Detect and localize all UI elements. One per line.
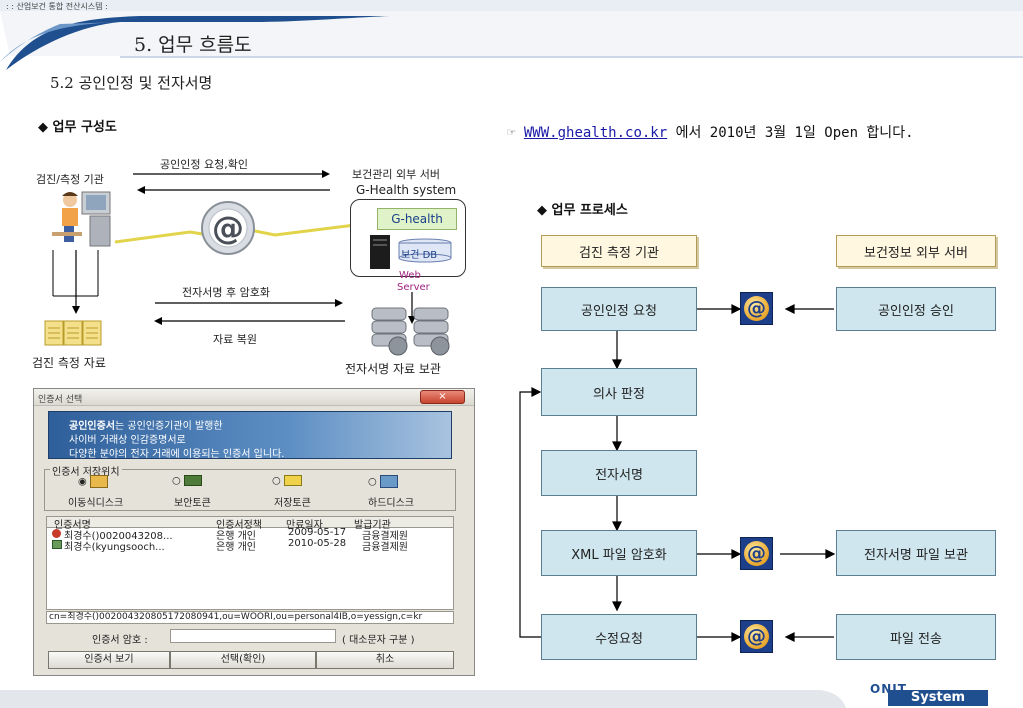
location-hard-disk[interactable]: ○ [368, 475, 408, 491]
footer-bar [0, 690, 846, 708]
location-label-2: 저장토큰 [274, 498, 311, 509]
dialog-close-button[interactable]: × [420, 390, 465, 404]
select-ok-button[interactable]: 선택(확인) [170, 651, 316, 669]
server-title: 보건관리 외부 서버 [352, 168, 440, 181]
g-health-app: G-health [377, 208, 457, 230]
cancel-button[interactable]: 취소 [316, 651, 454, 669]
storage-location-label: 인증서 저장위치 [50, 463, 122, 478]
banner-line2: 사이버 거래상 인감증명서로 [69, 435, 186, 446]
sign-label: 전자서명 후 암호화 [182, 286, 270, 299]
certificate-dialog: 인증서 선택 × 공인인증서는 공인인증기관이 발행한 사이버 거래상 인감증명… [33, 388, 475, 676]
col-name: 인증서명 [54, 520, 91, 531]
notice-text: 에서 2010년 3월 1일 Open 합니다. [667, 125, 914, 141]
logo-bottom: System [888, 690, 988, 706]
row-issuer: 금융결제원 [362, 542, 408, 553]
location-storage-token[interactable]: ○ [272, 475, 312, 491]
col-expiry: 만료일자 [286, 520, 323, 531]
request-label: 공인인정 요청,확인 [160, 158, 248, 171]
table-row[interactable]: 최경수(kyungsooch... 은행 개인 2010-05-28 금융결제원 [48, 538, 452, 553]
location-label-1: 보안토큰 [174, 498, 211, 509]
worker-computer-icon [52, 191, 111, 247]
dialog-titlebar [34, 389, 474, 406]
database-icon [398, 238, 452, 263]
at-icon: @ [740, 292, 773, 325]
row-name: 최경수()0020043208... [64, 531, 173, 542]
step-revision-request: 수정요청 [541, 614, 697, 660]
server-system: G-Health system [356, 183, 457, 197]
box-signature-storage: 전자서명 파일 보관 [836, 530, 996, 576]
pointing-hand-icon: ☞ [507, 125, 516, 141]
certificate-dn: cn=최경수()002004320805172080941,ou=WOORI,o… [46, 611, 454, 624]
row-issuer: 금융결제원 [362, 531, 408, 542]
step-cert-request: 공인인정 요청 [541, 287, 697, 331]
header-org-box: 검진 측정 기관 [541, 235, 697, 267]
storage-label: 전자서명 자료 보관 [345, 362, 441, 376]
location-removable[interactable]: ◉ [78, 475, 118, 491]
composition-diagram [52, 170, 416, 325]
db-label: 보건 DB [401, 250, 438, 261]
site-link[interactable]: WWW.ghealth.co.kr [523, 125, 668, 141]
location-label-3: 하드디스크 [368, 498, 414, 509]
internet-at-icon: @ [201, 201, 255, 255]
case-note: ( 대소문자 구분 ) [342, 635, 415, 646]
at-icon: @ [740, 537, 773, 570]
step-xml-encrypt: XML 파일 암호화 [541, 530, 697, 576]
web-server-label-1: Web [399, 270, 421, 281]
box-file-transfer: 파일 전송 [836, 614, 996, 660]
banner-line1: 는 공인인증기관이 발행한 [115, 421, 223, 432]
dialog-title: 인증서 선택 [38, 395, 83, 405]
system-label: : : 산업보건 통합 전산시스템 : [6, 2, 108, 11]
row-expiry: 2010-05-28 [288, 538, 347, 549]
header-server-box: 보건정보 외부 서버 [836, 235, 996, 267]
web-server-label-2: Server [397, 282, 430, 293]
svg-text:@: @ [212, 209, 244, 247]
row-name: 최경수(kyungsooch... [64, 542, 165, 553]
row-policy: 은행 개인 [216, 531, 256, 542]
dialog-banner: 공인인증서는 공인인증기관이 발행한 사이버 거래상 인감증명서로 다양한 분야… [48, 411, 452, 460]
at-icon: @ [740, 620, 773, 653]
list-header [47, 517, 453, 528]
col-policy: 인증서정책 [216, 520, 262, 531]
open-notice: ☞ WWW.ghealth.co.kr 에서 2010년 3월 1일 Open … [507, 122, 977, 144]
g-health-server-box: G-health 보건 DB [350, 199, 466, 277]
certificate-list[interactable] [46, 516, 454, 610]
company-logo: ONIT System [870, 682, 990, 706]
password-input[interactable] [170, 629, 336, 643]
storage-location-group [44, 469, 456, 511]
process-connectors [519, 304, 836, 642]
password-label: 인증서 암호 : [92, 635, 148, 646]
cert-icon [52, 540, 62, 549]
restore-label: 자료 복원 [213, 333, 257, 346]
server-tower-icon [370, 235, 390, 269]
banner-line3: 다양한 분야의 전자 거래에 이용되는 인증서 입니다. [69, 449, 285, 460]
section-title: 5. 업무 흐름도 [134, 34, 252, 56]
step-doctor-review: 의사 판정 [541, 368, 697, 416]
view-certificate-button[interactable]: 인증서 보기 [48, 651, 170, 669]
row-policy: 은행 개인 [216, 542, 256, 553]
data-label: 검진 측정 자료 [32, 356, 106, 370]
header-decoration [0, 0, 1023, 70]
process-heading: ◆ 업무 프로세스 [537, 203, 628, 218]
expired-cert-icon [52, 529, 61, 538]
org-label: 검진/측정 기관 [36, 173, 104, 186]
row-expiry: 2009-05-17 [288, 527, 347, 538]
documents-icon [44, 320, 102, 346]
box-cert-approval: 공인인정 승인 [836, 287, 996, 331]
storage-servers-icon [371, 307, 450, 356]
composition-heading: ◆ 업무 구성도 [38, 120, 117, 135]
col-issuer: 발급기관 [354, 520, 391, 531]
location-security-token[interactable]: ○ [172, 475, 212, 491]
subsection-title: 5.2 공인인정 및 전자서명 [50, 74, 213, 92]
location-label-0: 이동식디스크 [68, 498, 124, 509]
table-row[interactable]: 최경수()0020043208... 은행 개인 2009-05-17 금융결제… [48, 527, 452, 542]
banner-bold: 공인인증서 [69, 421, 115, 432]
step-e-signature: 전자서명 [541, 450, 697, 496]
